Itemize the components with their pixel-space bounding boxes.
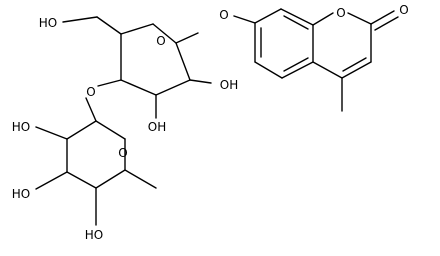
coumarin-benzene-ring [254, 8, 314, 79]
hydroxymethyl-branch [62, 16, 122, 35]
c2-hydroxyl-label: OH [220, 78, 238, 92]
glycosidic-link-top [175, 15, 256, 44]
fucose-hydroxyl-b-bond [35, 171, 68, 190]
carbonyl-double-bond [370, 10, 399, 31]
fucose-hydroxyl-a-label: HO [12, 120, 30, 134]
c3-hydroxyl-label: OH [148, 120, 166, 134]
ring-oxygen-label: O [156, 34, 165, 48]
fucose-ring-oxygen-label: O [118, 146, 127, 160]
fucose-methyl-bond [124, 169, 157, 189]
fucose-ring [66, 120, 126, 189]
carbonyl-oxygen-label: O [399, 3, 408, 17]
c2-hydroxyl-bond [189, 79, 212, 84]
hydroxymethyl-label: HO [39, 16, 57, 30]
coumarin-oxygen-label: O [336, 6, 345, 20]
coumarin-pyranone-ring [312, 12, 372, 79]
mid-glycosidic-oxygen-label: O [86, 85, 95, 99]
fucose-hydroxyl-b-label: HO [12, 187, 30, 201]
fucose-hydroxyl-c-label: HO [85, 228, 103, 242]
glycosidic-oxygen-label: O [219, 8, 228, 22]
fucose-hydroxyl-a-bond [35, 126, 68, 140]
galactose-ring [120, 23, 191, 96]
glycosidic-link-mid [85, 79, 122, 122]
